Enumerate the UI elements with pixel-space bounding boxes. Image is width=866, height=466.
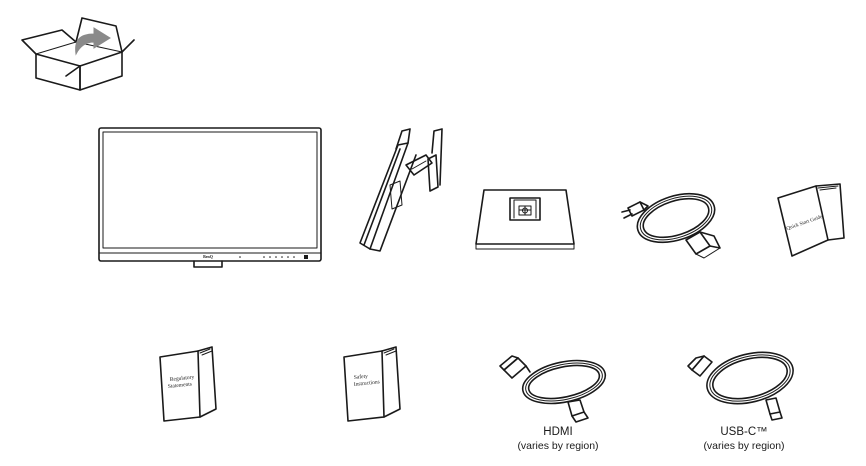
usbc-caption-name: USB-C™ — [720, 426, 768, 438]
monitor-brand-text: BenQ — [203, 254, 213, 259]
monitor-icon: BenQ — [98, 127, 322, 271]
usb-c-cable-icon — [684, 336, 802, 424]
svg-text:Statements: Statements — [168, 381, 193, 389]
svg-text:Instructions: Instructions — [354, 379, 380, 388]
svg-text:Safety: Safety — [353, 373, 368, 381]
svg-text:BenQ: BenQ — [203, 254, 213, 259]
svg-text:Quick Start Guide: Quick Start Guide — [786, 214, 824, 232]
hdmi-cable-icon — [498, 342, 616, 424]
usbc-caption-note: (varies by region) — [703, 440, 785, 452]
quick-start-guide-booklet: Quick Start Guide — [770, 180, 850, 260]
unpack-box-icon — [18, 10, 138, 92]
hdmi-caption-name: HDMI — [543, 426, 573, 438]
usbc-caption: USB-C™ (varies by region) — [692, 425, 796, 453]
hdmi-caption: HDMI (varies by region) — [508, 425, 608, 453]
regulatory-statements-booklet: Regulatory Statements — [158, 345, 224, 423]
quick-start-guide-label: Quick Start Guide — [786, 214, 824, 232]
hdmi-caption-note: (varies by region) — [517, 440, 599, 452]
power-cord-icon — [614, 180, 730, 260]
regulatory-statements-label: Regulatory Statements — [168, 374, 195, 390]
safety-instructions-label: Safety Instructions — [353, 373, 380, 388]
safety-instructions-booklet: Safety Instructions — [342, 345, 408, 423]
stand-arm-icon — [356, 125, 448, 255]
svg-text:Regulatory: Regulatory — [170, 374, 195, 383]
stand-base-icon — [474, 186, 576, 252]
